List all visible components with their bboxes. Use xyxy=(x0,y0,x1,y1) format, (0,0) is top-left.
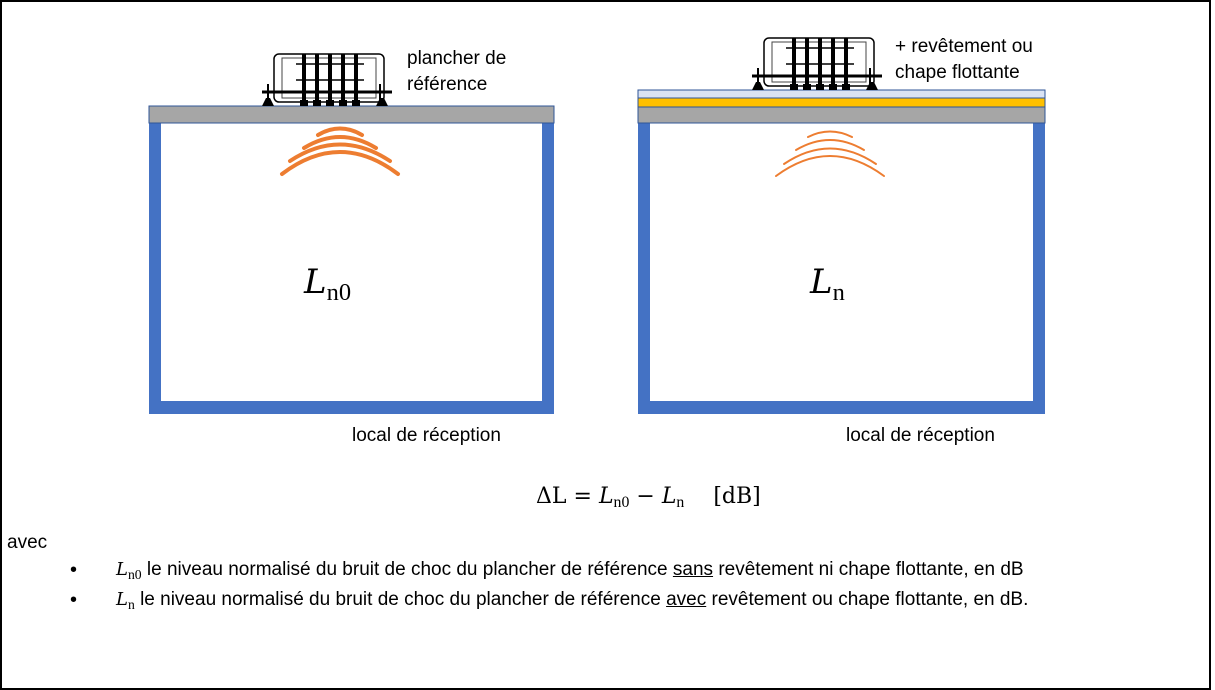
legend-item-ln0: Ln0 le niveau normalisé du bruit de choc… xyxy=(70,557,1200,584)
legend-list: Ln0 le niveau normalisé du bruit de choc… xyxy=(70,557,1200,617)
left-reference-slab xyxy=(148,105,555,124)
right-room-wall-left xyxy=(638,121,650,414)
legend-item-subscript: n xyxy=(127,596,135,612)
right-room-wall-right xyxy=(1033,121,1045,414)
right-room-floor xyxy=(638,401,1045,414)
left-room-floor xyxy=(149,401,554,414)
legend-item-underlined: avec xyxy=(666,589,707,610)
formula-unit: [dB] xyxy=(713,484,761,509)
left-room-wall-left xyxy=(149,121,161,414)
legend-item-ln: Ln le niveau normalisé du bruit de choc … xyxy=(70,587,1200,614)
right-covering-layer xyxy=(637,89,1046,99)
legend-intro: avec xyxy=(7,532,48,553)
right-room-label: local de réception xyxy=(846,425,995,446)
legend-item-subscript: n0 xyxy=(127,566,142,582)
formula: ΔL = Ln0 − Ln [dB] xyxy=(536,484,761,512)
legend-item-underlined: sans xyxy=(672,559,714,580)
left-tapping-machine-icon xyxy=(262,53,392,106)
formula-term2-sub: n xyxy=(676,494,685,512)
formula-equals: = xyxy=(573,484,592,509)
right-machine-label-line1: + revêtement ou xyxy=(895,36,1033,57)
legend-item-text: revêtement ni chape flottante, en dB xyxy=(713,559,1024,580)
right-reference-slab xyxy=(637,106,1046,124)
formula-term1-sub: n0 xyxy=(613,494,630,512)
legend-item-text: le niveau normalisé du bruit de choc du … xyxy=(141,559,673,580)
formula-term1: L xyxy=(598,484,614,509)
left-machine-label-line2: référence xyxy=(407,74,488,95)
left-room-wall-right xyxy=(542,121,554,414)
legend-item-text: revêtement ou chape flottante, en dB. xyxy=(706,589,1029,610)
left-room xyxy=(148,53,555,414)
right-machine-label-line2: chape flottante xyxy=(895,62,1020,83)
formula-lhs: ΔL xyxy=(536,484,567,509)
legend-item-symbol: L xyxy=(116,559,128,580)
legend-item-text: le niveau normalisé du bruit de choc du … xyxy=(134,589,667,610)
formula-term2: L xyxy=(661,484,677,509)
right-tapping-machine-icon xyxy=(752,37,882,90)
right-resilient-layer xyxy=(637,97,1046,108)
left-machine-label-line1: plancher de xyxy=(407,48,507,69)
left-room-level-symbol: Ln0 xyxy=(304,262,352,306)
formula-minus: − xyxy=(636,484,655,509)
right-room-level-symbol: Ln xyxy=(810,262,845,306)
right-sound-waves xyxy=(775,130,885,177)
left-room-label: local de réception xyxy=(352,425,501,446)
right-room xyxy=(637,37,1046,414)
legend-item-symbol: L xyxy=(116,589,128,610)
left-sound-waves xyxy=(280,126,400,176)
